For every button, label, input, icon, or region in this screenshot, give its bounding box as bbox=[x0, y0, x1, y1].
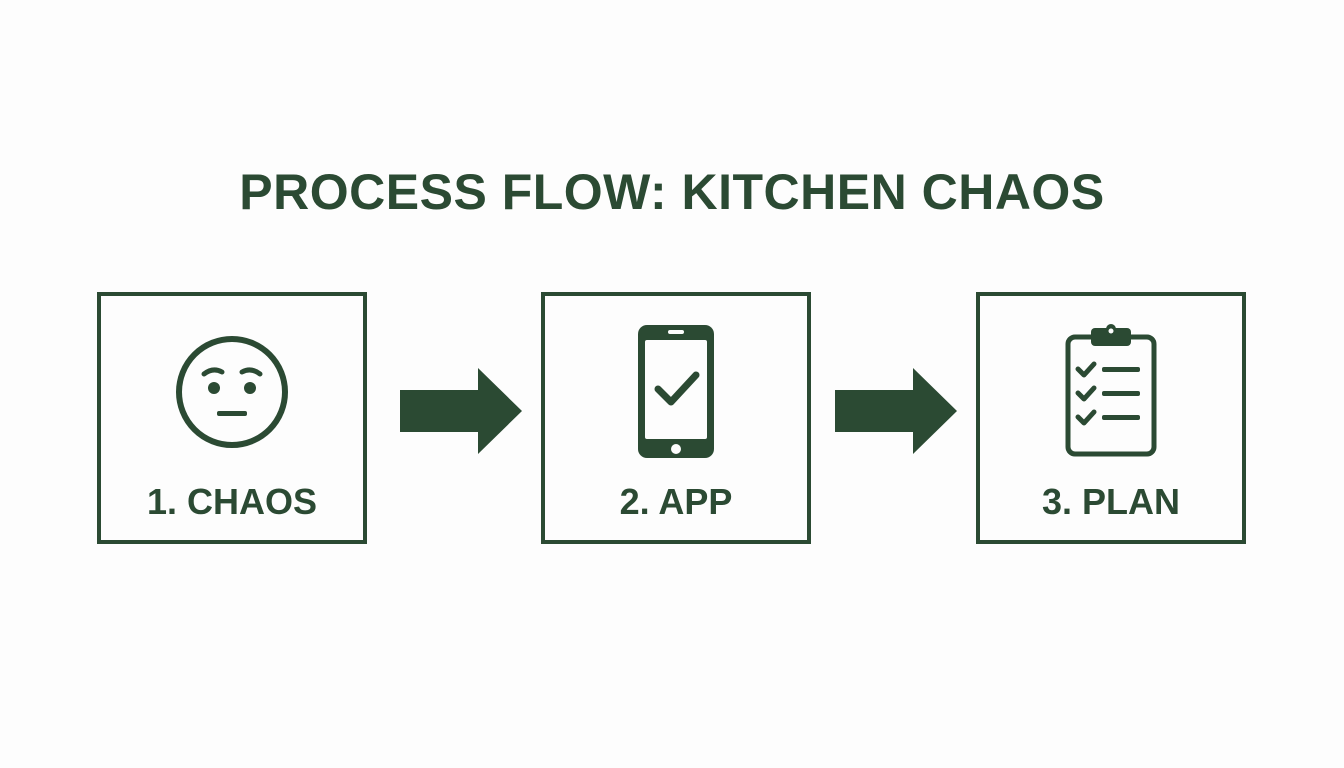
diagram-title: PROCESS FLOW: KITCHEN CHAOS bbox=[239, 164, 1105, 220]
arrow-right-icon bbox=[400, 368, 522, 454]
step-label-app: 2. APP bbox=[619, 481, 733, 522]
smartphone-check-icon bbox=[606, 322, 746, 462]
step-label-chaos: 1. CHAOS bbox=[146, 481, 318, 522]
arrow-right-icon bbox=[835, 368, 957, 454]
clipboard-checklist-icon bbox=[1041, 322, 1181, 462]
step-box-chaos: 1. CHAOS bbox=[97, 292, 367, 544]
neutral-face-icon bbox=[162, 322, 302, 462]
step-label-plan: 3. PLAN bbox=[1041, 481, 1181, 522]
step-box-plan: 3. PLAN bbox=[976, 292, 1246, 544]
step-box-app: 2. APP bbox=[541, 292, 811, 544]
